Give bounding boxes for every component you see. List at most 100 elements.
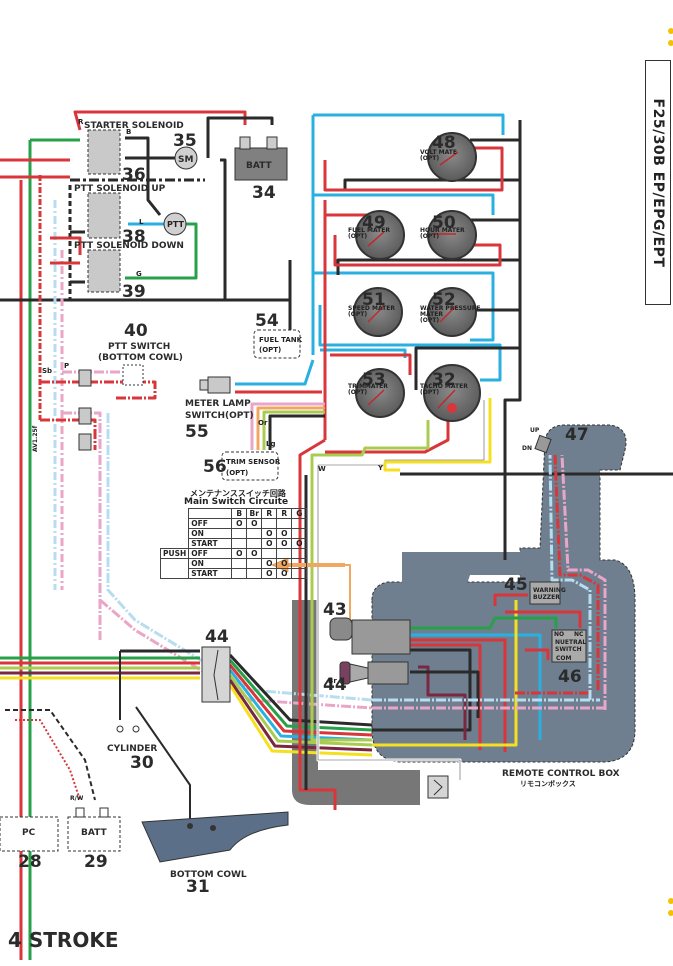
ptt-remote-switch-dn: DN — [522, 445, 532, 452]
warning-buzzer: 45 WARNING BUZZER — [504, 575, 566, 605]
cell — [246, 568, 263, 579]
battery-main-number: 34 — [252, 183, 276, 203]
cell: O — [246, 518, 263, 529]
starter-solenoid: STARTER SOLENOID 36 — [84, 121, 184, 185]
cell — [246, 558, 263, 569]
cell — [291, 518, 308, 529]
ptt-switch-label-1: PTT SWITCH — [108, 342, 170, 352]
connector-44: 44 — [201, 627, 231, 703]
battery-29: BATT 29 R/W — [67, 795, 121, 872]
water-pressure-label: WATER PRESSURE — [420, 305, 481, 312]
wire-label-or: Or — [258, 419, 268, 427]
cylinder-ground: CYLINDER 30 — [107, 725, 157, 773]
speed-meter-number: 51 — [362, 290, 386, 310]
ptt-switch-number: 40 — [124, 321, 148, 341]
water-pressure-opt: (OPT) — [420, 317, 439, 324]
trim-sensor: 56 TRIM SENSOR (OPT) — [203, 451, 281, 481]
wires — [0, 110, 673, 960]
yellow-marker — [668, 910, 673, 916]
col-header: B — [231, 508, 248, 519]
gauge-tacho-meter: 32 TACHO MATER (OPT) — [420, 364, 481, 422]
water-pressure-number: 52 — [432, 290, 456, 310]
main-switch: 43 — [323, 600, 411, 655]
meter-lamp-switch-number: 55 — [185, 422, 209, 442]
fuel-tank-label: FUEL TANK — [259, 336, 303, 344]
pc-unit: PC 28 — [0, 816, 59, 872]
wire-label-y: Y — [377, 464, 384, 472]
yellow-marker — [668, 28, 673, 34]
wire-label-sb: Sb — [42, 367, 52, 375]
cell — [261, 518, 278, 529]
cylinder-label: CYLINDER — [107, 744, 157, 754]
water-pressure-label-2: MATER — [420, 311, 443, 318]
ptt-solenoid-up-label: PTT SOLENOID UP — [74, 184, 166, 194]
cell: O — [261, 568, 278, 579]
wire-label-lg: Lg — [266, 440, 275, 448]
wire-label-br: Br — [328, 677, 337, 685]
warning-buzzer-number: 45 — [504, 575, 528, 595]
neutral-switch-com: COM — [556, 655, 572, 662]
cell — [231, 568, 248, 579]
wire-label-l: L — [139, 218, 144, 226]
battery-29-label: BATT — [81, 828, 107, 838]
wire-label-b: B — [126, 128, 131, 136]
yellow-marker — [668, 898, 673, 904]
cell — [291, 548, 308, 559]
col-header: Br — [246, 508, 263, 519]
table-row: OFF O O — [161, 518, 308, 529]
ptt-switch-label-2: (BOTTOM COWL) — [98, 353, 183, 363]
warning-buzzer-label: WARNING — [533, 587, 566, 594]
speed-meter-opt: (OPT) — [348, 311, 367, 318]
cell — [246, 538, 263, 549]
table-header-row: B Br R R G — [161, 508, 308, 519]
row-state: START — [188, 538, 233, 549]
neutral-switch-label-2: SWITCH — [555, 646, 582, 653]
row-state: OFF — [188, 518, 233, 529]
meter-lamp-switch-label: METER LAMP — [185, 399, 251, 409]
wire-label-r: R — [78, 118, 84, 126]
trim-meter-opt: (OPT) — [348, 389, 367, 396]
row-state: OFF — [188, 548, 233, 559]
volt-meter-opt: (OPT) — [420, 155, 439, 162]
fuel-meter-number: 49 — [362, 213, 386, 233]
bottom-cowl: BOTTOM COWL 31 — [141, 811, 289, 897]
trim-sensor-number: 56 — [203, 457, 227, 477]
cell: O — [276, 538, 293, 549]
fuel-tank-opt: (OPT) — [259, 346, 281, 354]
cell: O — [246, 548, 263, 559]
col-header: G — [291, 508, 308, 519]
cell: O — [276, 568, 293, 579]
model-label: F25/30B EP/EPG/EPT — [650, 98, 666, 267]
cell: O — [261, 528, 278, 539]
starter-motor: SM 35 — [173, 131, 198, 170]
connector-bottom — [427, 775, 449, 799]
tacho-meter-opt: (OPT) — [420, 389, 439, 396]
table-row: START O O O — [161, 538, 308, 549]
cell — [231, 538, 248, 549]
trim-sensor-opt: (OPT) — [226, 469, 248, 477]
neutral-switch: NO NC NUETRAL SWITCH COM 46 — [551, 629, 587, 687]
fuel-meter-label: FUEL MATER — [348, 227, 390, 234]
speed-meter-label: SPEED MATER — [348, 305, 395, 312]
cell: O — [291, 538, 308, 549]
cell: O — [231, 518, 248, 529]
gauge-hour-meter: 50 HOUR MATER (OPT) — [420, 210, 477, 260]
wire-labels: R B L G Sb P Lg Or W Y Br — [42, 118, 384, 685]
battery-main: BATT 34 — [234, 136, 288, 203]
row-state: START — [188, 568, 233, 579]
cell: O — [261, 538, 278, 549]
fuel-tank-number: 54 — [255, 311, 279, 331]
pc-number: 28 — [18, 852, 42, 872]
remote-control-box-label-jp: リモコンボックス — [520, 779, 576, 788]
trim-sensor-label: TRIM SENSOR — [226, 458, 281, 466]
cylinder-number: 30 — [130, 753, 154, 773]
trim-meter-number: 53 — [362, 370, 386, 390]
cell — [246, 528, 263, 539]
row-state: ON — [188, 558, 233, 569]
battery-main-label: BATT — [246, 161, 272, 171]
footer-title: 4 STROKE — [8, 928, 119, 952]
hour-meter-opt: (OPT) — [420, 233, 439, 240]
cell — [291, 568, 308, 579]
cell — [276, 518, 293, 529]
starter-motor-number: 35 — [173, 131, 197, 151]
